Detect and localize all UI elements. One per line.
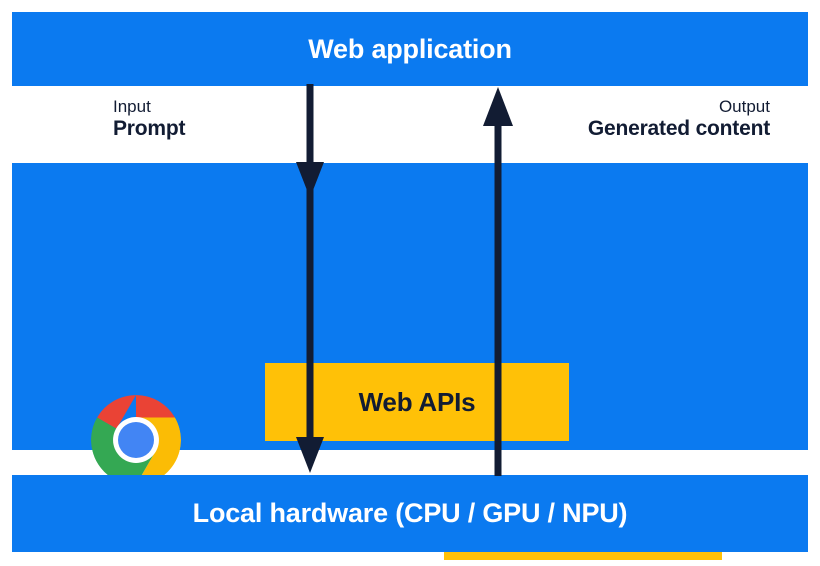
output-kind-label: Output [718,97,770,116]
input-kind-label: Input [113,97,151,116]
input-flow-arrow [296,84,324,473]
input-value-label: Prompt [113,117,186,141]
web-application-label: Web application [308,33,512,64]
chrome-logo [91,395,181,485]
local-hardware-label: Local hardware (CPU / GPU / NPU) [192,498,628,528]
web-apis-label: Web APIs [358,386,476,417]
web-application-bar: Web application [12,12,808,86]
local-hardware-bar: Local hardware (CPU / GPU / NPU) [12,475,808,552]
output-flow-arrow [483,87,513,476]
output-label-group: Output Generated content [588,97,770,142]
input-label-group: Input Prompt [113,97,186,142]
output-value-label: Generated content [587,117,770,141]
browser-panel: Browser Web APIs Built-in models and run… [12,163,808,560]
web-apis-box: Web APIs [265,363,569,441]
